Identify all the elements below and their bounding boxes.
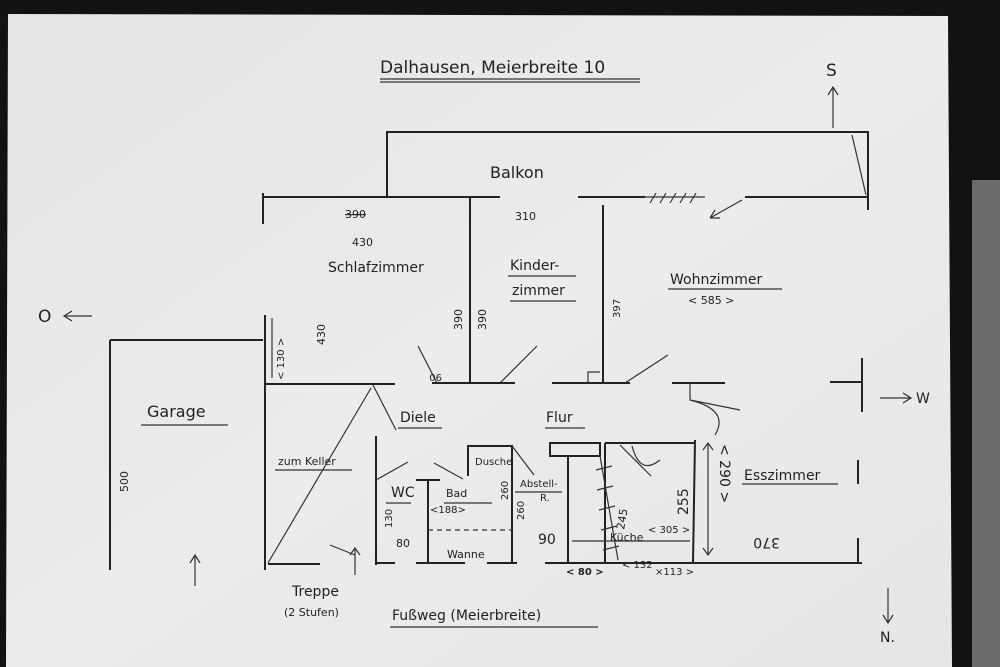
dim-kueche-245: 245	[614, 508, 630, 531]
label-underlines	[141, 275, 838, 628]
room-balkon: Balkon	[490, 163, 544, 182]
dim-bottom-80: < 80 >	[566, 567, 604, 578]
dim-wc-130: 130	[384, 509, 395, 528]
dim-bottom-132: < 132	[622, 560, 653, 571]
label-dusche: Dusche	[475, 457, 512, 468]
arrow-east-head-icon	[62, 310, 73, 322]
room-schlafzimmer: Schlafzimmer	[328, 260, 424, 276]
room-bad: Bad	[446, 487, 467, 500]
room-kinderzimmer-line1: Kinder-	[510, 258, 559, 274]
label-treppe: Treppe	[291, 584, 339, 600]
dim-door-90: 90	[429, 371, 442, 382]
dim-wc-80: 80	[396, 537, 410, 550]
label-zum-keller: zum Keller	[278, 455, 336, 468]
room-abstellraum-line1: Abstell-	[520, 479, 558, 490]
paper-sheet	[6, 14, 952, 667]
room-wohnzimmer: Wohnzimmer	[670, 272, 762, 288]
arrow-west-head-icon	[902, 392, 913, 404]
compass-west: W	[916, 391, 930, 407]
plan-title: Dalhausen, Meierbreite 10	[380, 58, 605, 78]
dim-schlaf-old: 390	[345, 208, 366, 221]
dim-abstell-90: 90	[538, 532, 556, 548]
dim-kinder-depth: 390	[476, 309, 489, 330]
compass-east: O	[38, 307, 51, 327]
dim-kueche-255: 255	[676, 488, 692, 515]
room-wc: WC	[391, 485, 415, 501]
dim-schlaf-width: 430	[352, 236, 373, 249]
dim-bad-260: 260	[500, 481, 511, 500]
walls	[109, 131, 869, 586]
background-texture	[972, 180, 1000, 667]
dim-ess-370: 370	[753, 534, 780, 550]
dim-schlaf-130: < 130 >	[276, 338, 287, 380]
room-abstellraum-line2: R.	[540, 493, 550, 504]
dim-wohn-depth: 397	[612, 299, 623, 318]
dim-ess-290: < 290 >	[716, 444, 732, 503]
dim-bottom-113: ×113 >	[655, 567, 694, 578]
room-flur: Flur	[546, 410, 573, 426]
room-diele: Diele	[400, 410, 436, 426]
arrow-north-head-icon	[882, 614, 894, 625]
dim-schlaf-depth: 390	[452, 309, 465, 330]
dim-kueche-305: < 305 >	[648, 525, 690, 536]
dim-abstell-260: 260	[516, 501, 527, 520]
compass-south: S	[826, 61, 837, 81]
dim-schlaf-depth-old: 430	[315, 324, 328, 345]
label-wanne: Wanne	[447, 548, 485, 561]
dim-bad-188: <188>	[430, 505, 466, 516]
room-esszimmer: Esszimmer	[744, 468, 821, 484]
room-kueche: Küche	[610, 531, 644, 544]
room-garage: Garage	[147, 402, 206, 421]
room-kinderzimmer-line2: zimmer	[512, 283, 565, 299]
arrow-south-head-icon	[827, 85, 839, 96]
label-fussweg: Fußweg (Meierbreite)	[392, 608, 541, 624]
dim-wohn-width: < 585 >	[688, 294, 734, 307]
compass-north: N.	[880, 630, 895, 646]
dim-kinder-width: 310	[515, 210, 536, 223]
label-treppe-stufen: (2 Stufen)	[284, 606, 339, 619]
dim-garage-length: 500	[118, 471, 131, 492]
